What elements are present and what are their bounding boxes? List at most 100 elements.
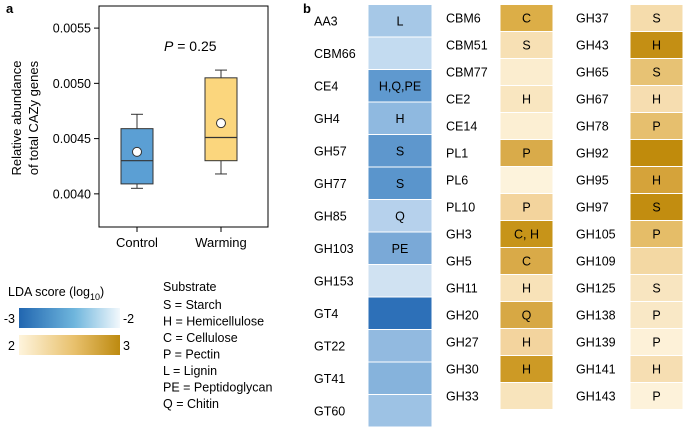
- heatmap-row: GT41: [314, 361, 433, 395]
- row-label: GH57: [314, 144, 347, 158]
- row-label: GH77: [314, 177, 347, 191]
- heatmap-cell: [499, 220, 554, 248]
- cell-substrate-tag: H: [652, 174, 661, 188]
- heatmap-cell: [629, 220, 684, 248]
- cell-substrate-tag: H: [522, 93, 531, 107]
- heatmap-cell: [367, 329, 433, 363]
- row-label: GH33: [446, 390, 479, 404]
- panel-b-letter: b: [303, 1, 311, 16]
- row-label: PL1: [446, 147, 468, 161]
- p-value-text: = 0.25: [173, 38, 216, 54]
- boxes: [120, 69, 238, 189]
- row-label: GH85: [314, 209, 347, 223]
- substrate-legend-item: Q = Chitin: [163, 397, 219, 411]
- cell-substrate-tag: P: [652, 309, 660, 323]
- mean-marker: [132, 146, 142, 157]
- substrate-legend-item: S = Starch: [163, 298, 222, 312]
- heatmap-cell: [629, 31, 684, 59]
- heatmap-cell: [367, 264, 433, 298]
- heatmap-cell: [629, 112, 684, 140]
- plot-frame: [98, 5, 269, 228]
- row-label: GH43: [576, 39, 609, 53]
- colorbar-positive: [19, 335, 120, 355]
- heatmap-cell: [367, 231, 433, 265]
- heatmap-cell: [367, 101, 433, 135]
- cell-substrate-tag: L: [397, 14, 404, 28]
- substrate-legend-item: H = Hemicellulose: [163, 315, 264, 329]
- colorbar-title-suffix: ): [100, 285, 104, 299]
- heatmap-cell: [499, 112, 554, 140]
- row-label: GH109: [576, 255, 616, 269]
- heatmap-cell: [499, 31, 554, 59]
- y-axis-label-line-2: of total CAZy genes: [26, 60, 41, 175]
- heatmap-cell: [499, 166, 554, 194]
- heatmap-cell: [499, 247, 554, 275]
- cell-substrate-tag: P: [652, 336, 660, 350]
- cell-substrate-tag: S: [396, 144, 404, 158]
- heatmap-cell: [499, 328, 554, 356]
- cell-substrate-tag: H,Q,PE: [379, 79, 421, 93]
- row-label: GH3: [446, 228, 472, 242]
- cell-substrate-tag: P: [652, 390, 660, 404]
- heatmap-cell: [367, 296, 433, 330]
- y-axis-label-line-1: Relative abundance: [9, 61, 24, 176]
- heatmap-cell: [629, 193, 684, 221]
- y-axis-label: Relative abundance of total CAZy genes: [9, 60, 41, 175]
- cell-substrate-tag: P: [652, 228, 660, 242]
- row-label: CE4: [314, 79, 338, 93]
- substrate-legend-item: L = Lignin: [163, 364, 217, 378]
- row-label: GH138: [576, 309, 616, 323]
- heatmap-cell: [499, 58, 554, 86]
- row-label: CBM6: [446, 12, 481, 26]
- row-label: GH5: [446, 255, 472, 269]
- heatmap-cell: [499, 355, 554, 383]
- cell-substrate-tag: H: [652, 93, 661, 107]
- heatmap-row: GH141 H: [576, 355, 684, 383]
- heatmap-cell: [367, 36, 433, 70]
- row-label: PL6: [446, 174, 468, 188]
- heatmap-cell: [367, 166, 433, 200]
- colorbar-title: LDA score (log10): [8, 285, 104, 302]
- heatmap-row: GH33: [446, 382, 554, 410]
- row-label: CBM66: [314, 47, 356, 61]
- row-label: GH37: [576, 12, 609, 26]
- heatmap-cell: [629, 58, 684, 86]
- row-label: GH103: [314, 242, 354, 256]
- cell-substrate-tag: C, H: [514, 228, 539, 242]
- cell-substrate-tag: S: [522, 39, 530, 53]
- cell-substrate-tag: P: [652, 120, 660, 134]
- row-label: CBM51: [446, 39, 488, 53]
- heatmap-row: CBM77: [446, 58, 554, 86]
- mean-marker: [216, 118, 226, 129]
- cell-substrate-tag: C: [522, 255, 531, 269]
- row-label: GT22: [314, 339, 345, 353]
- heatmap-cell: [499, 85, 554, 113]
- x-tick-label: Control: [116, 235, 158, 250]
- row-label: GH141: [576, 363, 616, 377]
- p-symbol: P: [164, 38, 174, 54]
- row-label: GT41: [314, 372, 345, 386]
- heatmap-cell: [629, 355, 684, 383]
- substrate-legend-title: Substrate: [163, 280, 217, 294]
- cell-substrate-tag: Q: [522, 309, 532, 323]
- y-tick-label: 0.0045: [53, 132, 91, 146]
- cell-substrate-tag: H: [652, 363, 661, 377]
